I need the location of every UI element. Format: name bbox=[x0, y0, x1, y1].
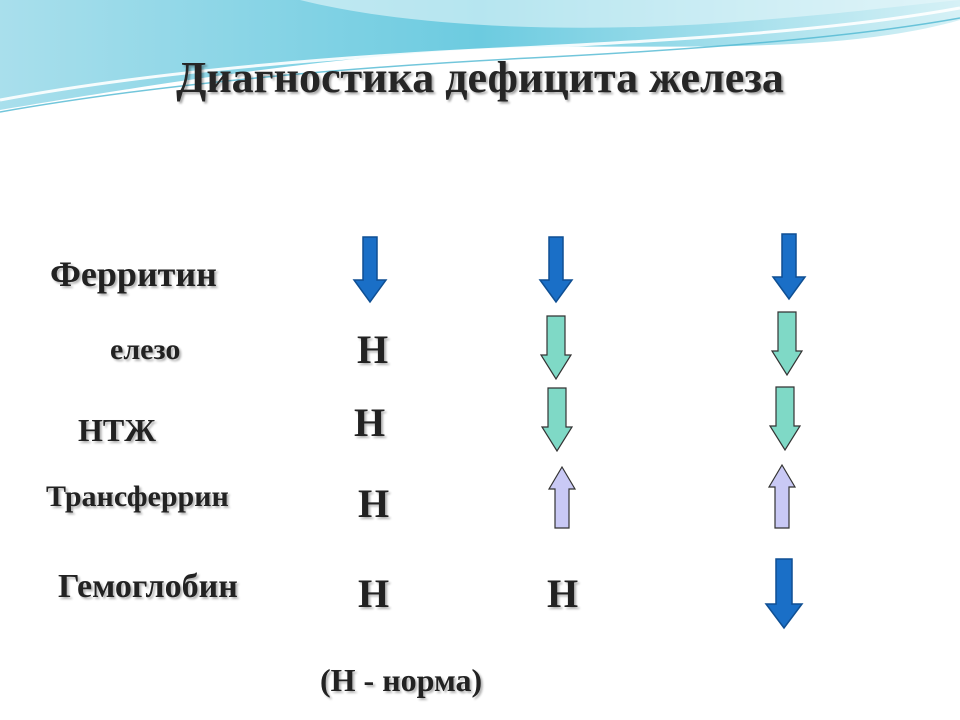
row-label-ntzh: НТЖ bbox=[78, 412, 156, 448]
decorative-wave-header bbox=[0, 0, 960, 113]
row-label-iron: елезо bbox=[110, 333, 181, 366]
value-normal: Н bbox=[547, 571, 579, 616]
arrow-up-light-icon bbox=[767, 463, 797, 529]
arrow-down-bold-icon bbox=[764, 558, 804, 630]
value-normal: Н bbox=[357, 327, 389, 372]
row-label-ferritin: Ферритин bbox=[50, 254, 217, 294]
value-normal: Н bbox=[358, 571, 390, 616]
arrow-down-light-icon bbox=[770, 311, 804, 377]
arrow-down-light-icon bbox=[540, 387, 574, 453]
arrow-down-light-icon bbox=[539, 315, 573, 381]
arrow-up-light-icon bbox=[547, 465, 577, 529]
row-label-transferrin: Трансферрин bbox=[46, 480, 229, 513]
value-normal: Н bbox=[354, 400, 386, 445]
arrow-down-bold-icon bbox=[352, 236, 388, 304]
row-label-hemoglobin: Гемоглобин bbox=[58, 568, 238, 605]
slide-title: Диагностика дефицита железа bbox=[176, 53, 784, 102]
arrow-down-light-icon bbox=[768, 386, 802, 452]
arrow-down-bold-icon bbox=[771, 233, 807, 301]
value-normal: Н bbox=[358, 481, 390, 526]
arrow-down-bold-icon bbox=[538, 236, 574, 304]
legend-note: (Н - норма) bbox=[320, 662, 483, 698]
